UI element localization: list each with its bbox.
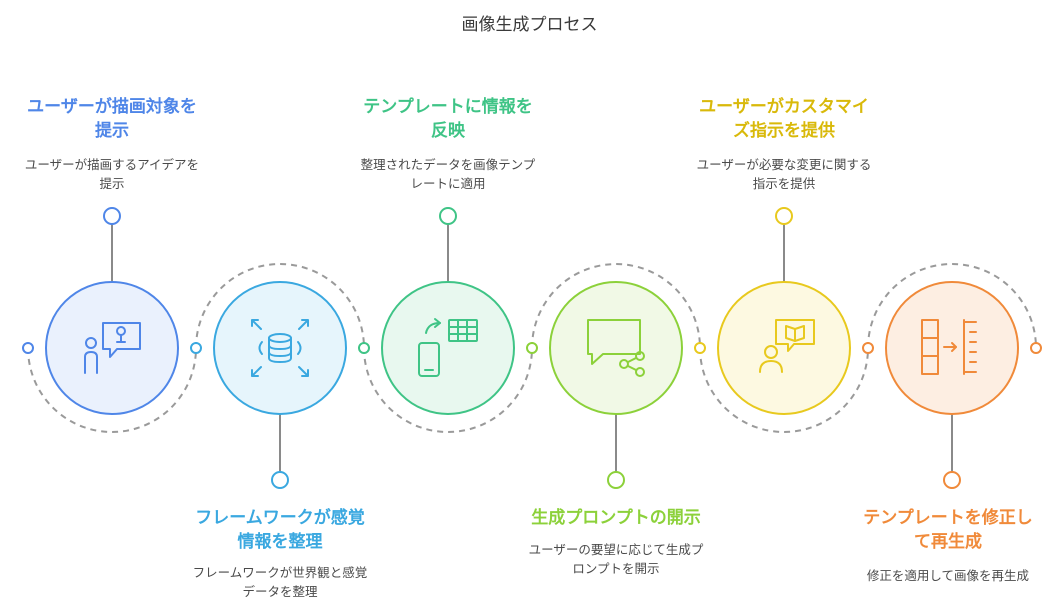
step-5-title: ユーザーがカスタマイ ズ指示を提供 [674,95,894,143]
arc-5 [699,347,869,433]
step-1-title: ユーザーが描画対象を 提示 [2,95,222,143]
stem-dot-2 [271,471,289,489]
chat-share-icon [587,319,645,377]
arc-1 [27,347,197,433]
stems [111,224,953,472]
person-chat-icon [759,319,815,373]
joint-dot [862,342,874,354]
step-3-description: 整理されたデータを画像テンプ レートに適用 [338,155,558,193]
step-4-title: 生成プロンプトの開示 [506,506,726,530]
step-5-title-line: ユーザーがカスタマイ [699,97,869,117]
step-2-desc-line: データを整理 [242,584,318,599]
step-2-title-line: 情報を整理 [237,532,323,552]
layout-arrow-icon [921,319,977,375]
phone-table-icon [418,318,478,377]
stem-dot-4 [607,471,625,489]
step-4-description: ユーザーの要望に応じて生成プ ロンプトを開示 [506,540,726,578]
stem-dot-1 [103,207,121,225]
step-1-description: ユーザーが描画するアイデアを 提示 [2,155,222,193]
step-3-desc-line: 整理されたデータを画像テンプ [360,157,536,172]
step-circle-1 [45,281,179,415]
step-2-desc-line: フレームワークが世界観と感覚 [192,565,368,580]
diagram-title: 画像生成プロセス [461,15,598,35]
step-6-description: 修正を適用して画像を再生成 [838,566,1058,585]
joint-dot [694,342,706,354]
step-1-title-line: 提示 [95,121,129,141]
step-3-desc-line: レートに適用 [410,176,486,191]
step-4-title-line: 生成プロンプトの開示 [531,508,701,528]
person-idea-icon [84,322,141,374]
step-3-title-line: 反映 [431,121,465,141]
step-circle-3 [381,281,515,415]
step-5-desc-line: ユーザーが必要な変更に関する [696,157,872,172]
stem-dot-6 [943,471,961,489]
step-5-title-line: ズ指示を提供 [733,121,835,141]
step-6-desc-line: 修正を適用して画像を再生成 [866,568,1030,583]
joint-dot [22,342,34,354]
step-4-desc-line: ユーザーの要望に応じて生成プ [528,542,704,557]
step-2-title-line: フレームワークが感覚 [195,508,365,528]
step-2-title: フレームワークが感覚 情報を整理 [170,506,390,554]
step-1-desc-line: ユーザーが描画するアイデアを [24,157,200,172]
database-expand-icon [251,319,309,377]
arc-6 [867,263,1037,349]
connector-arcs [27,263,1037,433]
step-5-desc-line: 指示を提供 [752,176,816,191]
step-6-title: テンプレートを修正し て再生成 [838,506,1058,554]
step-3-title: テンプレートに情報を 反映 [338,95,558,143]
joint-dot [526,342,538,354]
joint-dot [358,342,370,354]
joint-dots [22,342,1042,354]
step-4-desc-line: ロンプトを開示 [572,561,660,576]
arc-2 [195,263,365,349]
stem-dot-5 [775,207,793,225]
step-circle-4 [549,281,683,415]
joint-dot [190,342,202,354]
step-3-title-line: テンプレートに情報を [363,97,533,117]
joint-dot [1030,342,1042,354]
step-6-title-line: テンプレートを修正し [863,508,1033,528]
step-5-description: ユーザーが必要な変更に関する 指示を提供 [674,155,894,193]
stem-dot-3 [439,207,457,225]
stem-dots [103,207,961,489]
arc-3 [363,347,533,433]
step-1-desc-line: 提示 [99,176,125,191]
step-1-title-line: ユーザーが描画対象を [27,97,197,117]
step-circle-5 [717,281,851,415]
step-2-description: フレームワークが世界観と感覚 データを整理 [170,563,390,601]
step-6-title-line: て再生成 [914,532,982,552]
arc-4 [531,263,701,349]
